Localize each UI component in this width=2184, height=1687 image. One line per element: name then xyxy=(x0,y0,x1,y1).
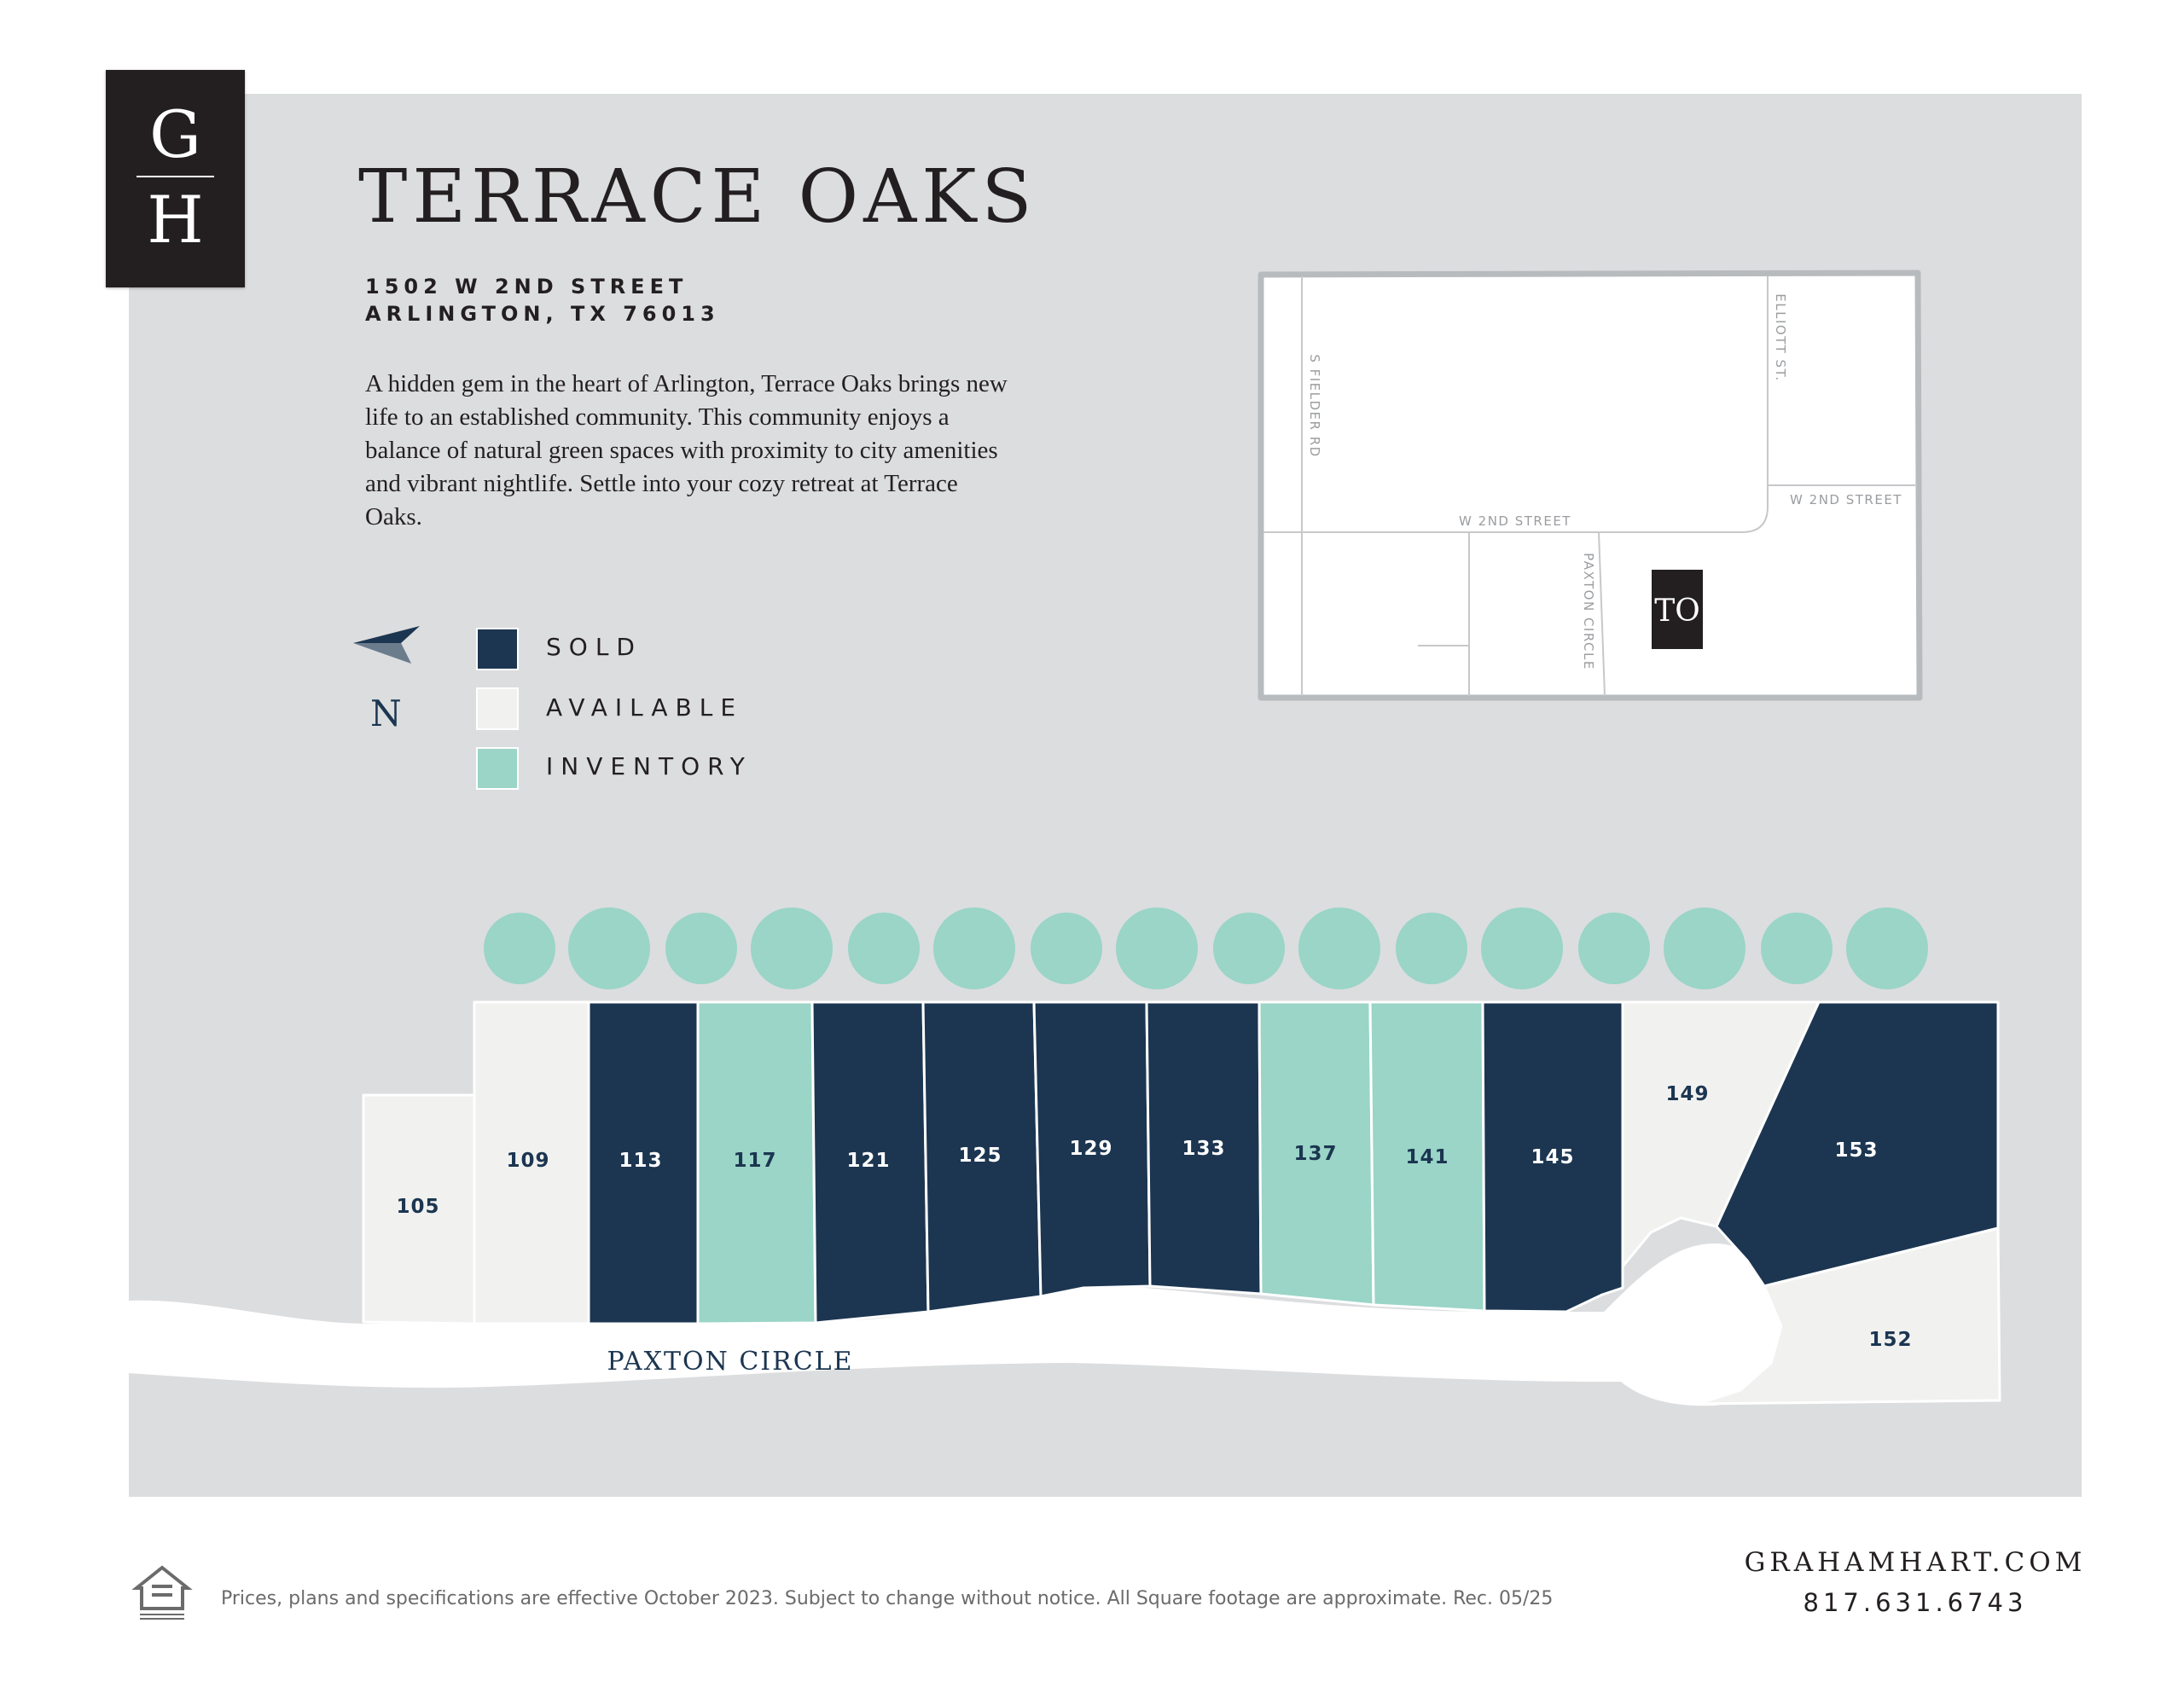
lot-label-125: 125 xyxy=(958,1145,1002,1167)
legend-label-inventory: INVENTORY xyxy=(546,752,752,780)
tree-icon xyxy=(665,913,737,984)
lot-label-113: 113 xyxy=(619,1150,662,1172)
lot-label-149: 149 xyxy=(1665,1083,1709,1105)
lot-label-153: 153 xyxy=(1834,1139,1878,1162)
street-label-w-2nd-right: W 2ND STREET xyxy=(1790,492,1902,507)
tree-icon xyxy=(933,907,1015,989)
locator-map: S FIELDER RD ELLIOTT ST. W 2ND STREET W … xyxy=(1258,270,1923,701)
tree-icon xyxy=(484,913,555,984)
lot-label-133: 133 xyxy=(1182,1138,1225,1160)
north-label: N xyxy=(370,693,402,734)
tree-row xyxy=(484,907,1928,989)
paxton-circle-label: PAXTON CIRCLE xyxy=(607,1347,853,1377)
tree-icon xyxy=(1116,907,1198,989)
tree-icon xyxy=(1298,907,1380,989)
community-title: TERRACE OAKS xyxy=(358,154,1037,240)
locator-map-frame xyxy=(1258,270,1923,701)
lot-label-152: 152 xyxy=(1868,1329,1912,1351)
tree-icon xyxy=(751,907,833,989)
phone-number[interactable]: 817.631.6743 xyxy=(1803,1588,2028,1617)
street-label-elliott: ELLIOTT ST. xyxy=(1773,293,1788,381)
locator-streets xyxy=(1263,276,1917,697)
lot-label-129: 129 xyxy=(1069,1138,1112,1160)
location-marker-label: TO xyxy=(1654,594,1700,629)
lot-label-141: 141 xyxy=(1405,1146,1449,1168)
community-location-marker xyxy=(1652,570,1703,649)
tree-icon xyxy=(1664,907,1745,989)
legend-label-sold: SOLD xyxy=(546,633,642,661)
tree-icon xyxy=(1213,913,1285,984)
website-link[interactable]: GRAHAMHART.COM xyxy=(1744,1547,2087,1578)
lot-label-121: 121 xyxy=(846,1150,890,1172)
legend-swatch-sold xyxy=(476,628,519,670)
logo-letter-top: G xyxy=(149,96,201,172)
address-line-1: 1502 W 2ND STREET xyxy=(365,275,688,299)
lot-label-109: 109 xyxy=(506,1150,549,1172)
lot-152[interactable] xyxy=(1696,1226,2001,1406)
tree-icon xyxy=(1578,913,1650,984)
legend-swatch-available xyxy=(476,687,519,730)
street-label-w-2nd-left: W 2ND STREET xyxy=(1459,513,1571,529)
lot-label-117: 117 xyxy=(733,1150,776,1172)
address-line-2: ARLINGTON, TX 76013 xyxy=(365,302,720,326)
equal-housing-opportunity-icon xyxy=(131,1565,193,1620)
tree-icon xyxy=(1396,913,1467,984)
lot-label-105: 105 xyxy=(396,1196,439,1218)
graham-hart-logo: G H xyxy=(106,70,245,287)
lot-129[interactable] xyxy=(1032,1000,1152,1298)
logo-letter-bottom: H xyxy=(147,182,204,258)
street-label-paxton: PAXTON CIRCLE xyxy=(1581,553,1596,670)
tree-icon xyxy=(1846,907,1928,989)
north-arrow-icon xyxy=(353,626,420,664)
lot-label-145: 145 xyxy=(1531,1146,1574,1168)
tree-icon xyxy=(568,907,650,989)
tree-icon xyxy=(1031,913,1102,984)
street-label-fielder: S FIELDER RD xyxy=(1307,354,1322,457)
lots xyxy=(362,1000,2001,1406)
tree-icon xyxy=(848,913,920,984)
legend-label-available: AVAILABLE xyxy=(546,693,744,722)
tree-icon xyxy=(1481,907,1563,989)
logo-divider xyxy=(136,176,214,177)
disclaimer-text: Prices, plans and specifications are eff… xyxy=(221,1588,1554,1609)
legend-swatch-inventory xyxy=(476,747,519,790)
lot-label-137: 137 xyxy=(1293,1143,1337,1165)
lot-labels: 105 109 113 117 121 125 129 133 137 141 … xyxy=(396,1083,1912,1351)
community-description: A hidden gem in the heart of Arlington, … xyxy=(365,370,1008,530)
paxton-circle-road xyxy=(129,1244,1780,1406)
tree-icon xyxy=(1761,913,1833,984)
